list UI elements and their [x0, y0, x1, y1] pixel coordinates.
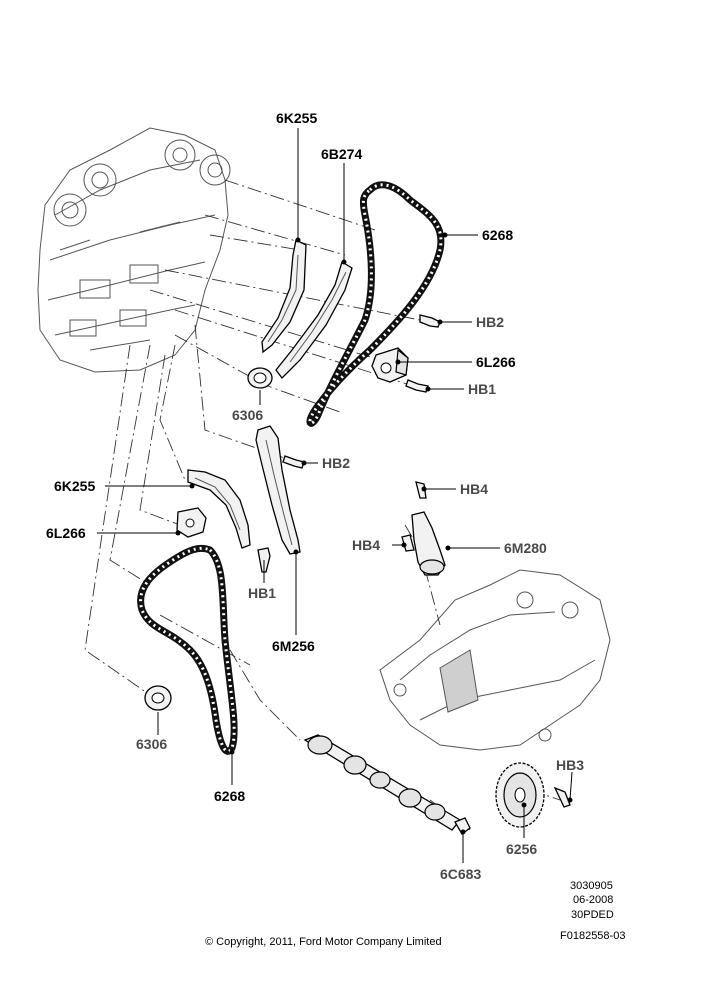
timing-chain-lower — [137, 544, 238, 755]
part-labels: 6K255 6B274 6268 HB2 6L266 HB1 6306 HB2 … — [46, 110, 584, 882]
label-6256: 6256 — [506, 841, 537, 857]
bushing-6306-bottom — [144, 685, 172, 711]
label-6k255-left: 6K255 — [54, 478, 95, 494]
meta-date: 06-2008 — [573, 894, 613, 906]
label-hb1-top: HB1 — [468, 381, 496, 397]
label-6306-top: 6306 — [232, 407, 263, 423]
label-6268-top: 6268 — [482, 227, 513, 243]
leader-lines — [97, 128, 573, 863]
figure-metadata: 3030905 06-2008 30PDED F0182558-03 — [560, 880, 625, 942]
chain-guide-upper-6k255 — [261, 239, 307, 354]
engine-front-cover — [379, 569, 611, 751]
label-6m256: 6M256 — [272, 638, 315, 654]
label-6268-bottom: 6268 — [214, 788, 245, 804]
bolt-hb4-top — [415, 481, 427, 499]
label-hb3: HB3 — [556, 757, 584, 773]
label-hb4-left: HB4 — [352, 537, 380, 553]
bolt-hb2-mid — [282, 455, 305, 469]
label-6m280: 6M280 — [504, 540, 547, 556]
label-6306-bottom: 6306 — [136, 736, 167, 752]
meta-code-2: 30PDED — [571, 909, 614, 921]
label-6l266-top: 6L266 — [476, 354, 516, 370]
chain-guide-6m256 — [255, 425, 301, 555]
label-6k255-top: 6K255 — [276, 110, 317, 126]
chain-guide-lower-6k255 — [187, 469, 251, 549]
label-hb2-mid: HB2 — [322, 455, 350, 471]
camshaft — [303, 734, 461, 831]
meta-code-1: 3030905 — [570, 880, 613, 892]
engine-cylinder-head — [37, 127, 231, 373]
alignment-lines — [84, 179, 561, 831]
chain-tensioner-lower-6l266 — [176, 507, 207, 538]
sprocket-6256 — [495, 762, 545, 828]
bolt-hb2-top — [419, 314, 441, 328]
label-hb4-top: HB4 — [460, 481, 488, 497]
bolt-hb1-top — [405, 379, 429, 393]
key-6c683 — [454, 817, 471, 835]
label-hb2-top: HB2 — [476, 314, 504, 330]
label-6b274: 6B274 — [321, 146, 362, 162]
chain-tensioner-upper-6l266 — [371, 347, 409, 383]
label-6c683: 6C683 — [440, 866, 481, 882]
label-6l266-left: 6L266 — [46, 525, 86, 541]
bushing-6306-top — [247, 367, 273, 389]
timing-chain-upper — [306, 181, 445, 427]
copyright-notice: © Copyright, 2011, Ford Motor Company Li… — [205, 936, 442, 948]
bolt-hb3 — [553, 786, 571, 808]
chain-guide-upper-6b274 — [275, 261, 353, 379]
meta-figure-id: F0182558-03 — [560, 930, 625, 942]
tensioner-6m280 — [411, 511, 446, 576]
label-hb1-mid: HB1 — [248, 585, 276, 601]
